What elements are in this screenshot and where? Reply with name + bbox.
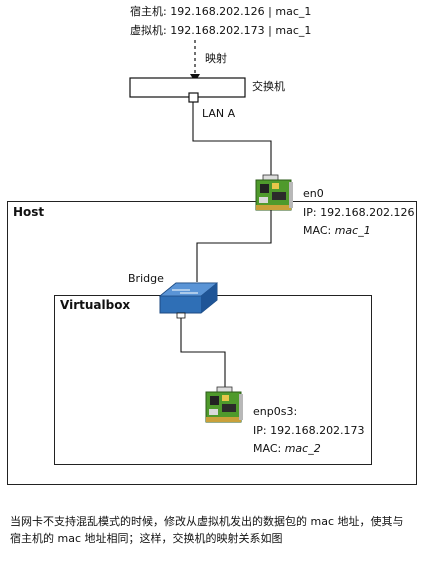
- enp0s3-mac-prefix: MAC:: [253, 442, 285, 455]
- caption: 当网卡不支持混乱模式的时候，修改从虚拟机发出的数据包的 mac 地址，使其与宿主…: [10, 515, 404, 545]
- enp0s3-mac-value: mac_2: [284, 442, 321, 455]
- virtualbox-title: Virtualbox: [60, 298, 131, 312]
- mapping-label: 映射: [205, 52, 227, 65]
- bridge-icon: [158, 282, 219, 319]
- cable-bridge-to-enp0s3: [180, 318, 226, 387]
- en0-mac: MAC: mac_1: [303, 224, 371, 238]
- switch-bar: [129, 77, 246, 98]
- cable-switch-to-en0: [192, 102, 272, 175]
- host-title: Host: [13, 205, 45, 219]
- switch-port: [188, 92, 199, 103]
- switch-label: 交换机: [252, 80, 285, 93]
- en0-mac-prefix: MAC:: [303, 224, 335, 237]
- en0-name: en0: [303, 187, 324, 200]
- enp0s3-mac: MAC: mac_2: [253, 442, 321, 456]
- en0-nic-icon: [255, 174, 293, 211]
- host-mac-mapping-label: 宿主机: 192.168.202.126 | mac_1: [130, 5, 312, 18]
- en0-ip: IP: 192.168.202.126: [303, 206, 415, 219]
- enp0s3-nic-icon: [205, 386, 243, 423]
- enp0s3-name: enp0s3:: [253, 405, 298, 418]
- en0-mac-value: mac_1: [334, 224, 371, 237]
- enp0s3-ip: IP: 192.168.202.173: [253, 424, 365, 437]
- vm-mac-mapping-label: 虚拟机: 192.168.202.173 | mac_1: [130, 24, 312, 37]
- bridge-label: Bridge: [128, 272, 164, 285]
- lan-port-label: LAN A: [202, 107, 236, 120]
- host-box: [7, 201, 417, 485]
- cable-en0-to-bridge: [196, 210, 272, 282]
